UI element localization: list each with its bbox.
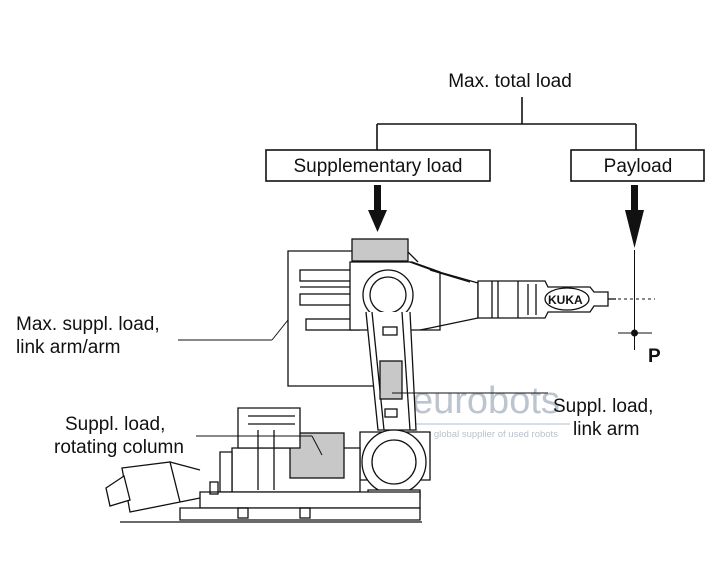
max-suppl-load-link-arm-label-line1: Max. suppl. load, (16, 314, 160, 335)
suppl-load-link-arm-label-line2: link arm (573, 419, 640, 440)
payload-point-p (631, 329, 638, 337)
suppl-load-link-arm-label-line1: Suppl. load, (553, 396, 653, 417)
motor-box (121, 461, 181, 513)
arm-load-frame (287, 250, 385, 387)
eurobots-tagline: Your global supplier of used robots (412, 429, 558, 440)
suppl-load-rotating-column-label-line2: rotating column (54, 437, 184, 458)
suppl-load-rotating-column-label-line1: Suppl. load, (65, 414, 165, 435)
kuka-logo: KUKA (548, 293, 583, 307)
payload-box (570, 149, 705, 182)
max-suppl-load-link-arm-label-line2: link arm/arm (16, 337, 121, 358)
link-arm-load-block (379, 360, 403, 400)
supplementary-load-label: Supplementary load (294, 156, 463, 177)
payload-arrow (625, 185, 644, 248)
supplementary-load-block (351, 238, 409, 262)
supplementary-load-arrow (368, 185, 387, 232)
base-plate (199, 491, 421, 509)
eurobots-watermark: eurobots (412, 380, 560, 422)
point-p-label: P (648, 346, 661, 367)
payload-label: Payload (604, 156, 673, 177)
robot-drawing: KUKA (105, 238, 616, 523)
max-total-load-label: Max. total load (448, 71, 572, 92)
supplementary-load-box (265, 149, 491, 182)
hierarchy-connector (376, 97, 637, 150)
